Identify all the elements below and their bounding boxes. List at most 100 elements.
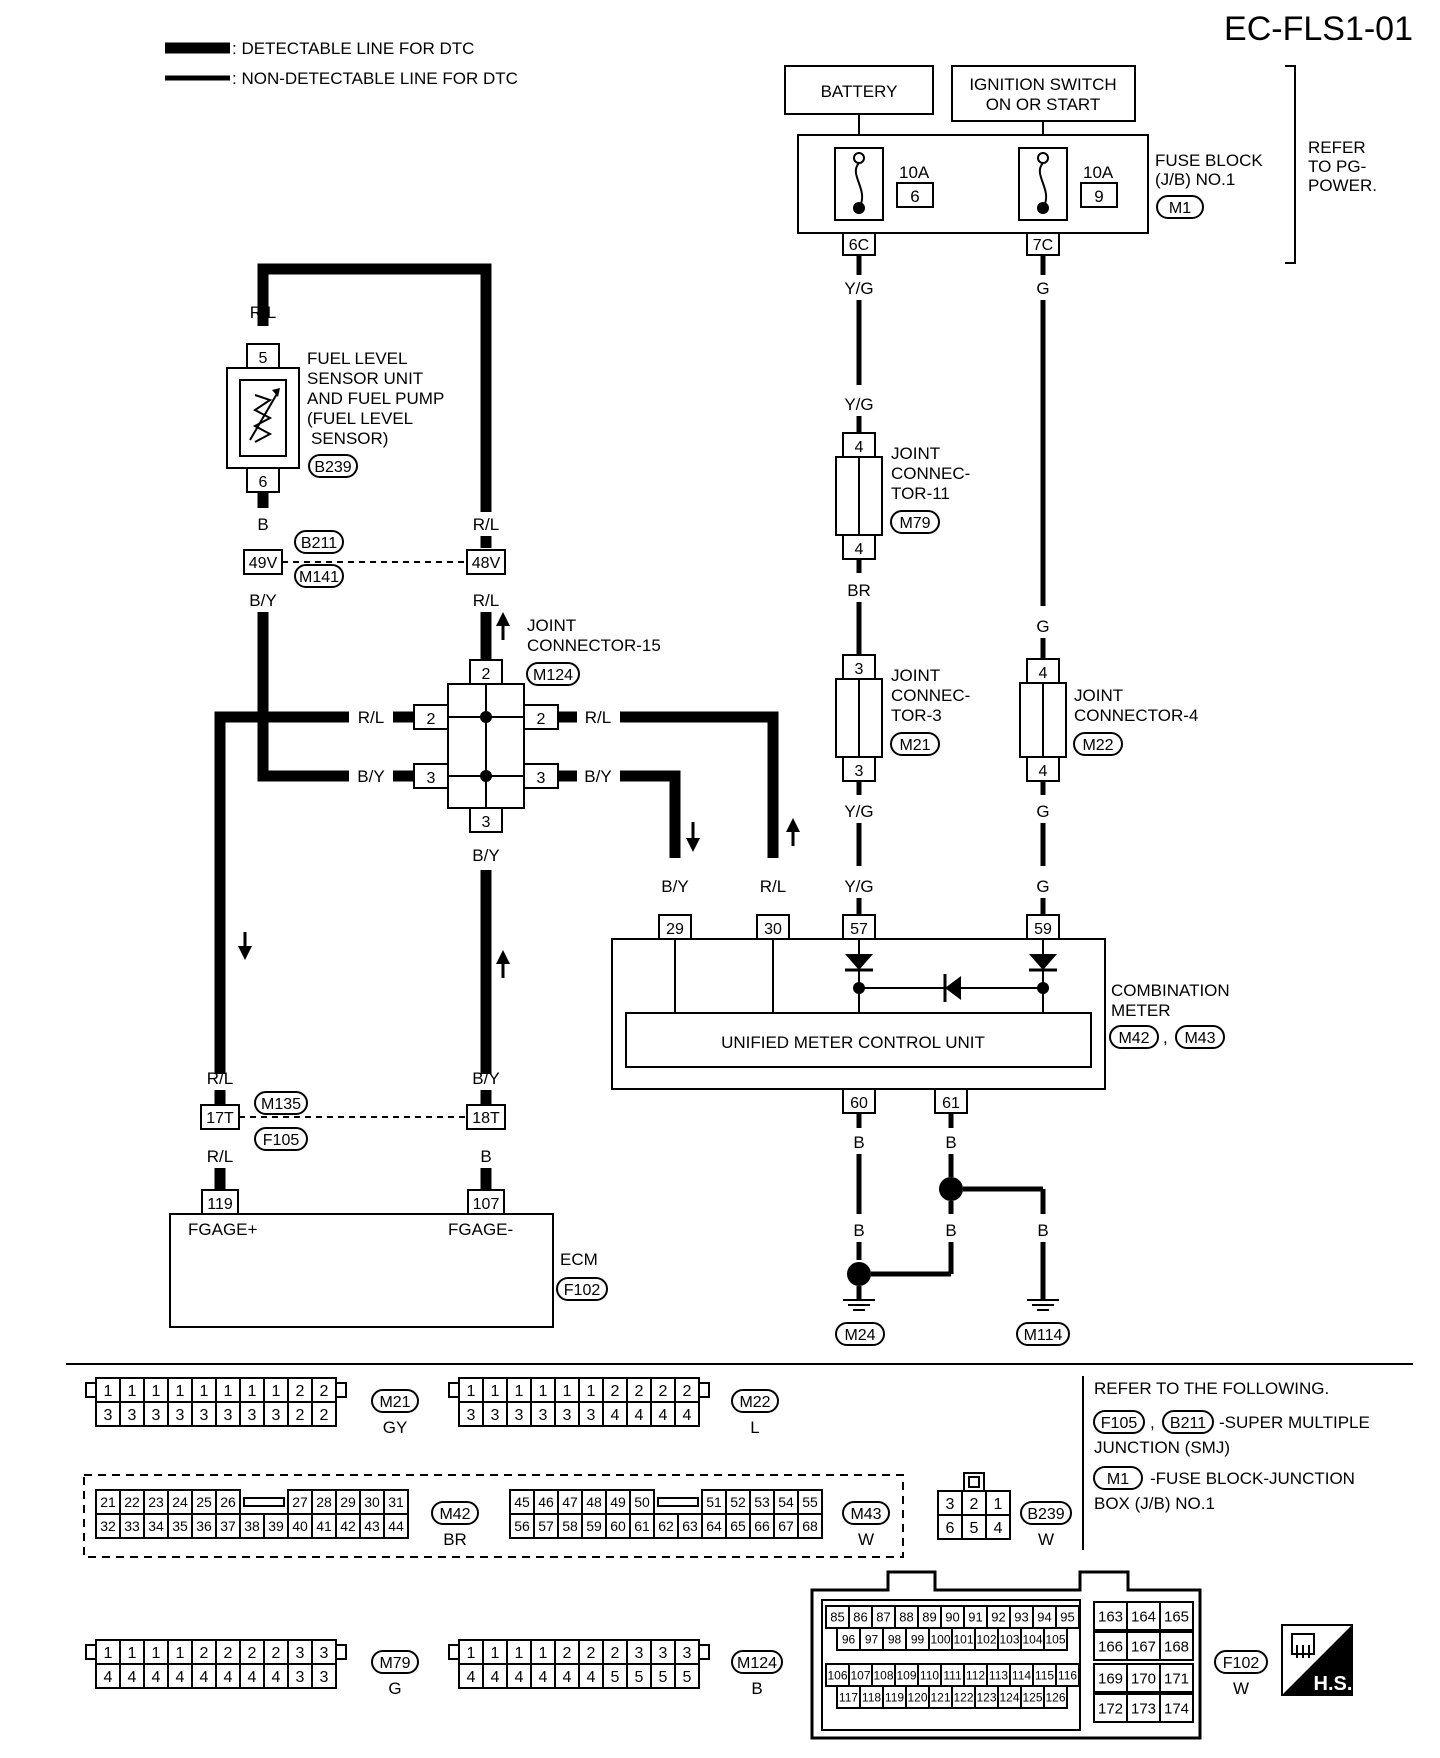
f102-pin: 169 xyxy=(1098,1670,1123,1687)
jc11-pin-bottom: 4 xyxy=(855,541,864,558)
f102-pin: 96 xyxy=(842,1632,856,1646)
jc3-pin-bottom: 3 xyxy=(855,763,864,780)
m43-pin: 52 xyxy=(730,1494,746,1510)
f102-pin: 164 xyxy=(1131,1608,1156,1625)
m42-color: BR xyxy=(443,1530,467,1549)
f102-pin: 89 xyxy=(922,1610,936,1625)
f102-pin: 171 xyxy=(1164,1670,1189,1687)
sensor-pin-bottom: 6 xyxy=(259,474,268,491)
ignition-label-1: IGNITION SWITCH xyxy=(969,75,1116,94)
sensor-pin-top: 5 xyxy=(259,350,268,367)
f102-pin: 112 xyxy=(966,1668,985,1682)
f102-pin: 93 xyxy=(1014,1610,1028,1625)
m22-pin: 1 xyxy=(467,1383,476,1400)
meter-pin: 59 xyxy=(1034,921,1052,938)
m124-pin: 2 xyxy=(563,1645,572,1662)
m42-pin: 34 xyxy=(148,1518,164,1534)
f102-pin: 103 xyxy=(999,1632,1019,1646)
m22-pin: 3 xyxy=(563,1407,572,1424)
m22-pin: 2 xyxy=(611,1383,620,1400)
m42-pin: 25 xyxy=(196,1494,212,1510)
jc15-conn: M124 xyxy=(533,667,573,684)
f102-pin: 119 xyxy=(885,1690,904,1704)
jc4-label-2: CONNECTOR-4 xyxy=(1074,706,1198,725)
m43-pin: 45 xyxy=(514,1494,530,1510)
m43-pin: 46 xyxy=(538,1494,554,1510)
ground-m24: M24 xyxy=(844,1327,875,1344)
m22-pin: 1 xyxy=(587,1383,596,1400)
m22-pin: 1 xyxy=(491,1383,500,1400)
jc3-label-2: CONNEC- xyxy=(891,686,970,705)
m43-pin: 54 xyxy=(778,1494,794,1510)
yg-column: Y/G Y/G 4 4 JOINT CONNEC- TOR-11 M79 BR … xyxy=(835,255,970,916)
m42-pin: 29 xyxy=(340,1494,356,1510)
wire-g-4: G xyxy=(1036,877,1049,896)
wire-g-2: G xyxy=(1036,617,1049,636)
jc4-pin-bottom: 4 xyxy=(1039,763,1048,780)
f102-pin: 166 xyxy=(1098,1638,1123,1655)
m42-pin: 22 xyxy=(124,1494,140,1510)
jc11-label-3: TOR-11 xyxy=(891,484,950,503)
f102-pin: 170 xyxy=(1131,1670,1156,1687)
f102-pin: 111 xyxy=(943,1668,962,1682)
jc4-label-1: JOINT xyxy=(1074,686,1123,705)
m43-pin: 64 xyxy=(706,1518,722,1534)
m124-pin: 3 xyxy=(659,1645,668,1662)
m79-pin: 3 xyxy=(296,1669,305,1686)
jc3-label-3: TOR-3 xyxy=(891,706,942,725)
f102-pin: 165 xyxy=(1164,1608,1189,1625)
m124-pin: 4 xyxy=(587,1669,596,1686)
m43-pin: 65 xyxy=(730,1518,746,1534)
m79-pin: 2 xyxy=(224,1645,233,1662)
m43-pin: 58 xyxy=(562,1518,578,1534)
meter-label-2: METER xyxy=(1111,1001,1171,1020)
wire-g-1: G xyxy=(1036,279,1049,298)
refer-c2: B211 xyxy=(1170,1415,1206,1432)
wire-rl-upper: R/L xyxy=(473,515,499,534)
m79-pin: 1 xyxy=(152,1645,161,1662)
refer-pg-1: REFER xyxy=(1308,138,1366,157)
m42-pin: 32 xyxy=(100,1518,116,1534)
fuse-right-amp: 10A xyxy=(1083,163,1114,182)
m22-pin: 4 xyxy=(611,1407,620,1424)
smj-48v xyxy=(466,549,506,575)
wire-rl-top: R/L xyxy=(250,303,276,322)
jc3-label-1: JOINT xyxy=(891,666,940,685)
g-column: G G 4 4 JOINT CONNECTOR-4 M22 G G xyxy=(1019,255,1198,916)
m79-pin: 2 xyxy=(248,1645,257,1662)
f102-pin: 107 xyxy=(850,1668,870,1682)
m79-pin: 3 xyxy=(320,1669,329,1686)
m42-pin: 36 xyxy=(196,1518,212,1534)
m22-pin: 1 xyxy=(539,1383,548,1400)
ground-m114: M114 xyxy=(1024,1327,1063,1344)
wire-by-jc15-l: B/Y xyxy=(357,767,384,786)
ignition-box xyxy=(951,65,1136,122)
f102-pin: 92 xyxy=(991,1610,1005,1625)
f102-pin: 104 xyxy=(1022,1632,1042,1646)
m22-pin: 4 xyxy=(683,1407,692,1424)
m21-pin: 3 xyxy=(176,1407,185,1424)
wire-rl-pin30: R/L xyxy=(760,877,786,896)
ignition-label-2: ON OR START xyxy=(986,95,1101,114)
meter-conn-sep: , xyxy=(1163,1028,1168,1047)
m42-pin: 41 xyxy=(316,1518,332,1534)
m42-pin: 40 xyxy=(292,1518,308,1534)
ecm-pin-107: 107 xyxy=(473,1196,500,1213)
m43-pin: 56 xyxy=(514,1518,530,1534)
f102-pin: 88 xyxy=(899,1610,913,1625)
m124-color: B xyxy=(751,1679,762,1698)
f102-pin: 115 xyxy=(1035,1668,1054,1682)
m42-pin: 21 xyxy=(100,1494,116,1510)
m79-pin: 4 xyxy=(128,1669,137,1686)
battery-box xyxy=(784,65,934,115)
refer-smj-1: -SUPER MULTIPLE xyxy=(1219,1413,1370,1432)
legend-non-detectable: : NON-DETECTABLE LINE FOR DTC xyxy=(232,69,518,88)
m21-pin: 1 xyxy=(128,1383,137,1400)
jc4-conn: M22 xyxy=(1082,737,1113,754)
connector-view-labels: M21 GY M22 L M42 BR M43 W B239 W M79 G M… xyxy=(371,1389,1268,1698)
m79-color: G xyxy=(388,1679,401,1698)
power-section: BATTERY IGNITION SWITCH ON OR START 10A … xyxy=(784,65,1377,264)
m43-pin: 49 xyxy=(610,1494,626,1510)
m22-pin: 2 xyxy=(659,1383,668,1400)
